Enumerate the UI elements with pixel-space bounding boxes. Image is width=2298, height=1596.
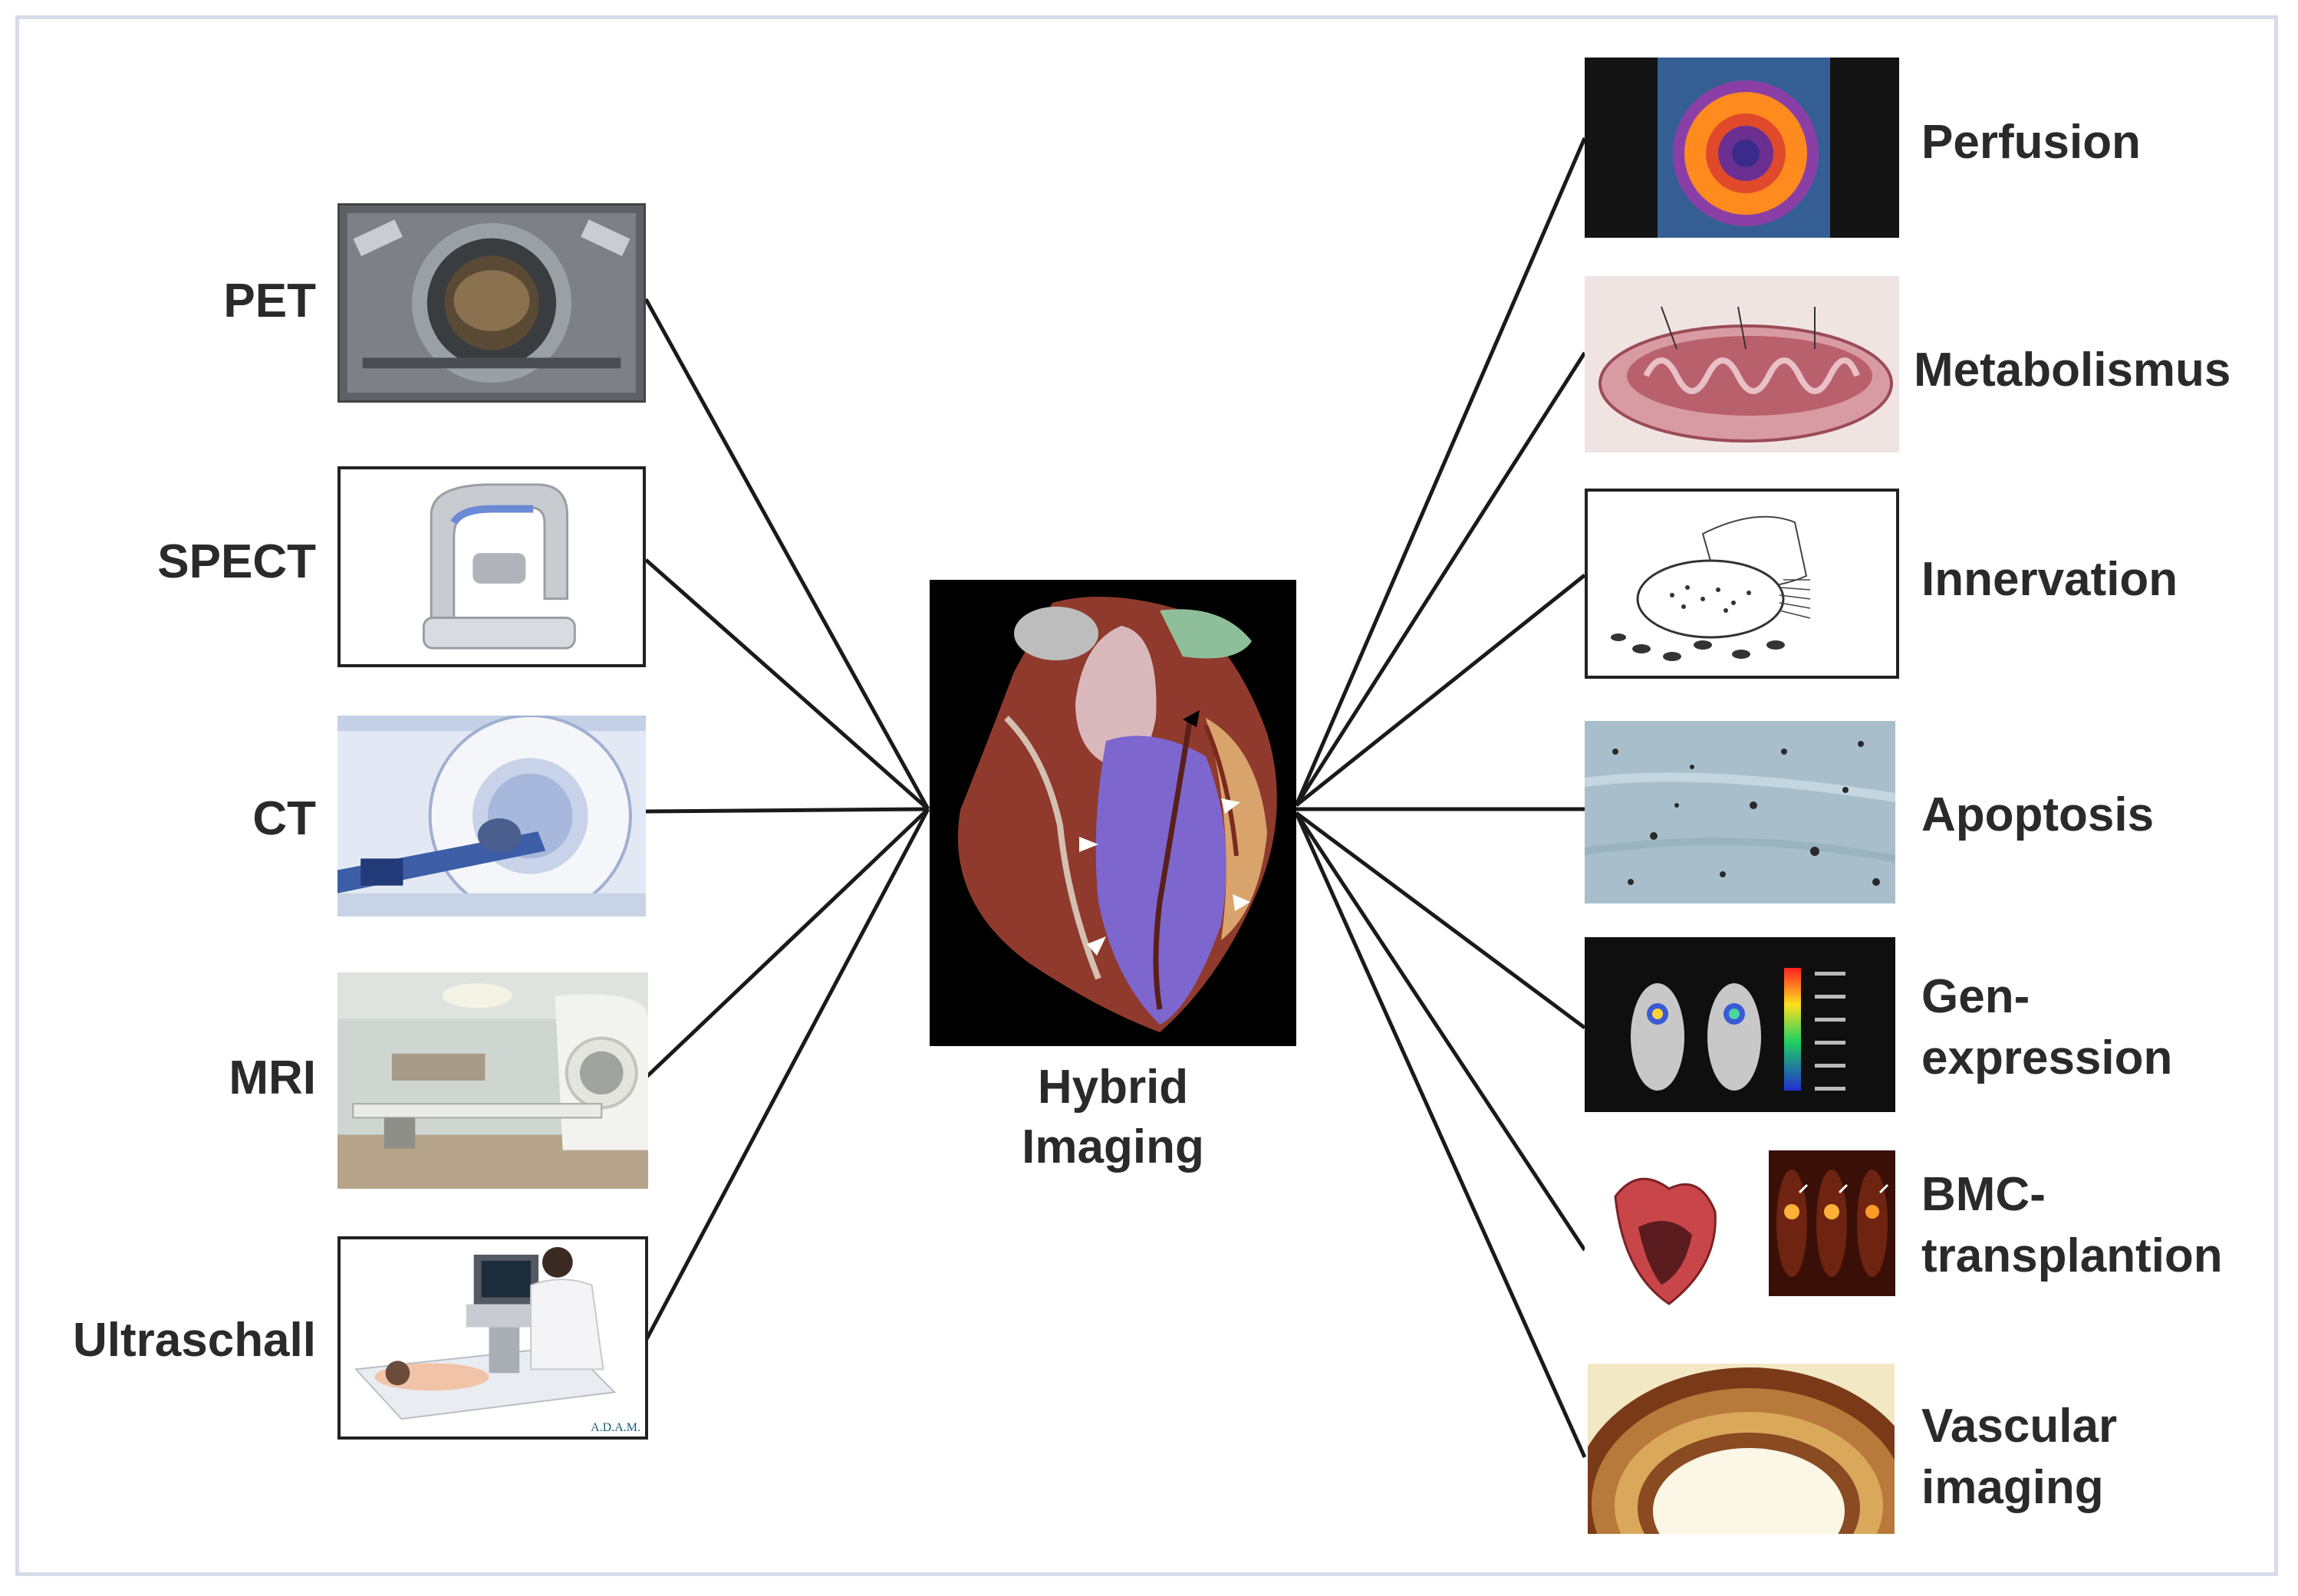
- label-ct: CT: [252, 792, 316, 845]
- ct-scanner-image: [337, 716, 646, 916]
- line-genexpression: [1295, 811, 1586, 1030]
- pet-scanner-image: [337, 203, 646, 403]
- ultrasound-image: A.D.A.M.: [337, 1236, 648, 1440]
- line-ct: [645, 807, 929, 814]
- label-bmc-line2: transplantion: [1921, 1229, 2223, 1282]
- label-genexpression-line2: expression: [1921, 1032, 2173, 1084]
- mri-scanner-image: [337, 972, 648, 1189]
- label-spect: SPECT: [157, 535, 316, 588]
- label-vascular-line2: imaging: [1921, 1461, 2104, 1514]
- label-pet: PET: [223, 275, 316, 327]
- line-pet: [644, 298, 930, 811]
- hybrid-heart-image: [930, 580, 1296, 1046]
- line-innervation: [1295, 574, 1586, 807]
- center-label-line2: Imaging: [1022, 1120, 1204, 1173]
- line-perfusion: [1294, 137, 1587, 806]
- label-bmc-line1: BMC-: [1921, 1168, 2046, 1221]
- line-bmc: [1294, 811, 1587, 1252]
- mitochondrion-image: [1585, 276, 1899, 452]
- vascular-imaging-image: [1588, 1364, 1895, 1534]
- line-mri: [644, 808, 930, 1079]
- gene-expression-image: [1585, 937, 1895, 1112]
- center-label-line1: Hybrid: [1037, 1061, 1189, 1114]
- spect-scanner-image: [337, 466, 646, 667]
- label-perfusion: Perfusion: [1921, 116, 2141, 169]
- line-ultraschall: [644, 808, 930, 1342]
- adam-watermark: A.D.A.M.: [591, 1421, 640, 1434]
- line-spect: [644, 558, 930, 811]
- label-mri: MRI: [229, 1051, 316, 1104]
- apoptosis-stain-image: [1585, 721, 1895, 903]
- bmc-transplantation-image: [1585, 1150, 1895, 1323]
- label-apoptosis: Apoptosis: [1921, 788, 2155, 841]
- nerve-ending-image: [1585, 489, 1899, 679]
- line-metabolismus: [1294, 351, 1587, 807]
- label-ultraschall: Ultraschall: [72, 1314, 316, 1367]
- perfusion-image: [1585, 58, 1899, 238]
- label-genexpression-line1: Gen-: [1921, 970, 2030, 1023]
- line-vascular: [1294, 811, 1587, 1459]
- label-innervation: Innervation: [1921, 553, 2178, 606]
- label-metabolismus: Metabolismus: [1914, 344, 2231, 397]
- label-vascular-line1: Vascular: [1921, 1400, 2118, 1453]
